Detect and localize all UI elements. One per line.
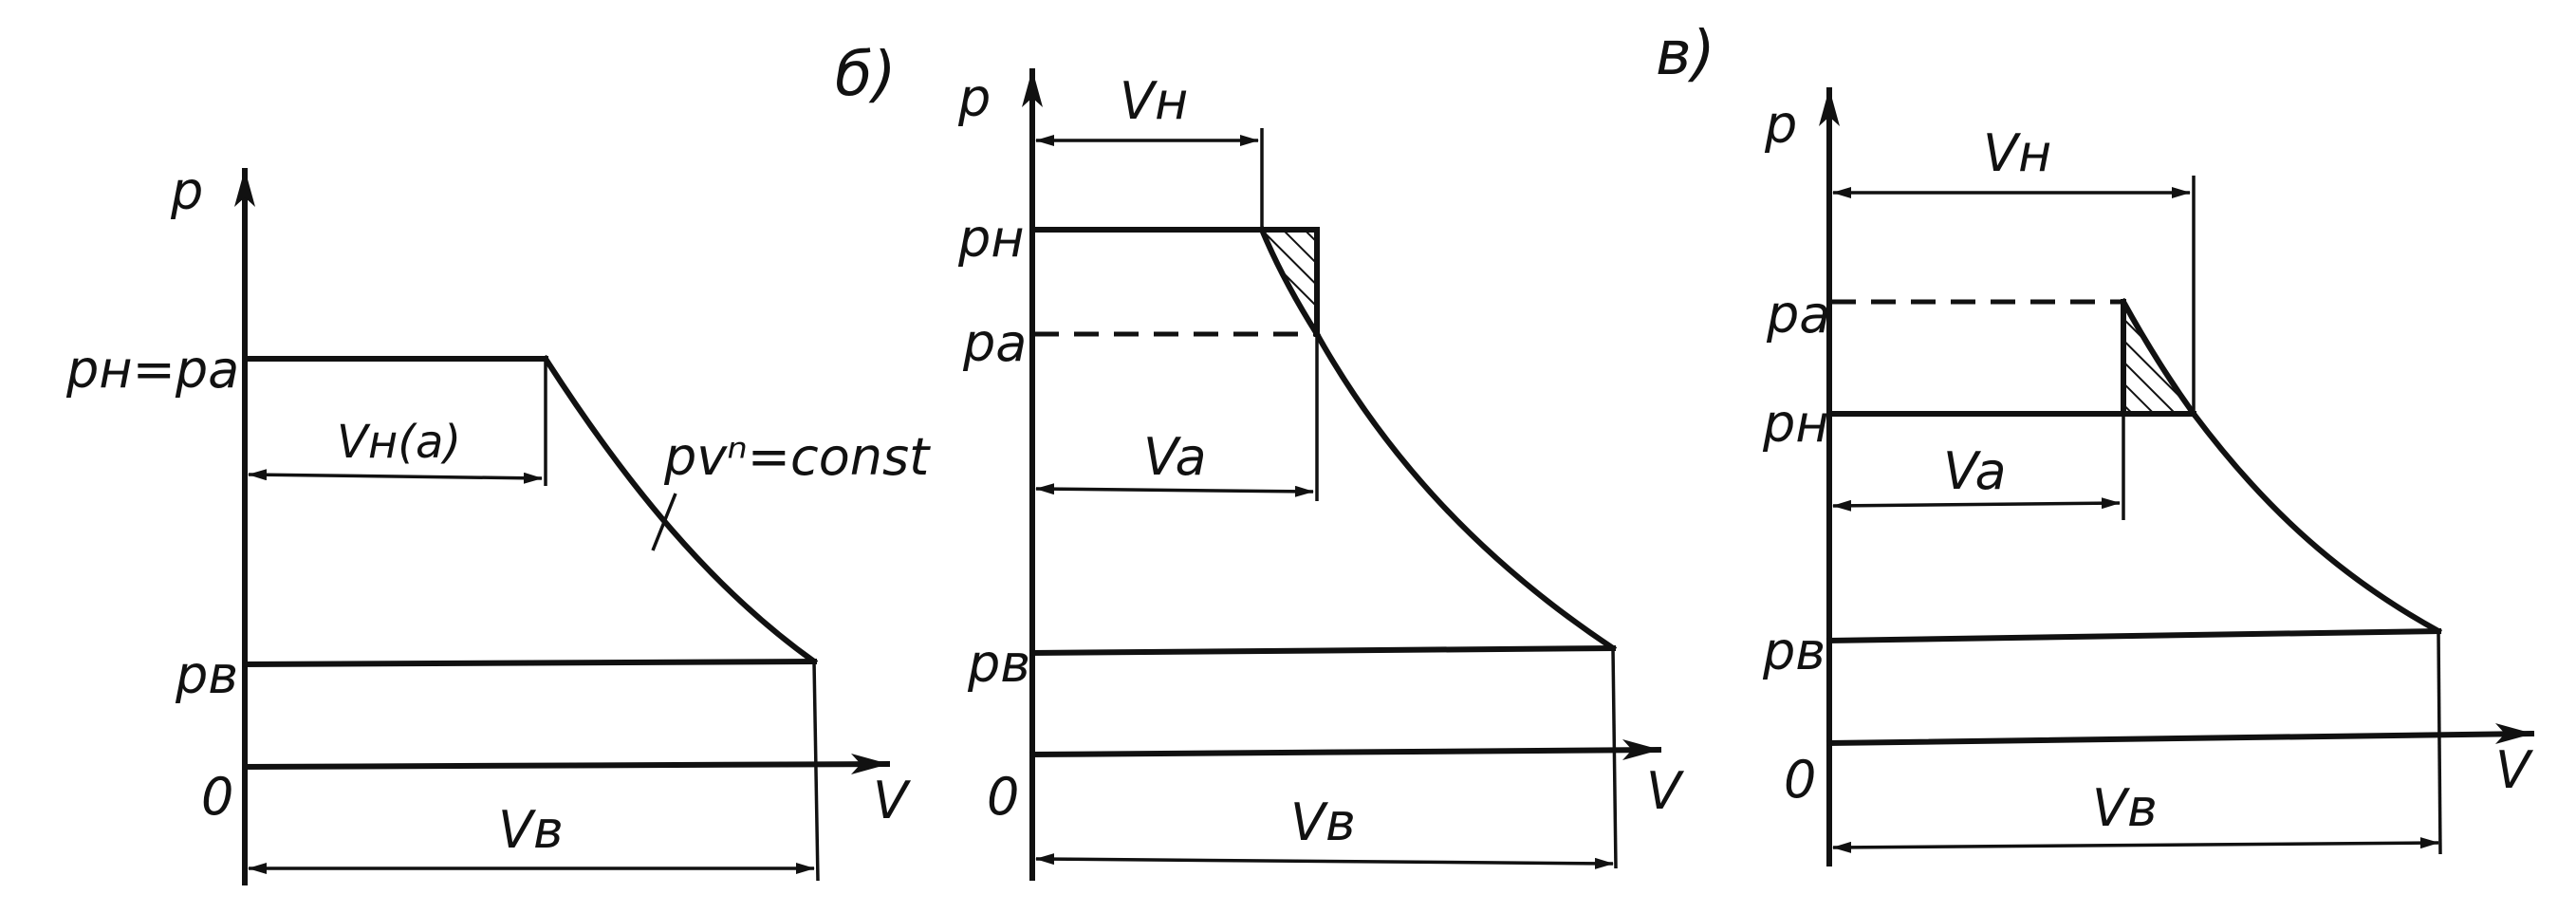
vb-label: Vв	[498, 800, 564, 860]
pa-label: pa	[962, 313, 1027, 373]
pb-label: pв	[967, 634, 1030, 694]
polytropic-curve	[1312, 329, 1618, 653]
curve-label: pvⁿ=const	[663, 427, 931, 487]
vn-dimension	[248, 469, 543, 484]
exhaust-line	[1825, 627, 2442, 644]
va-label: Va	[1943, 441, 2007, 501]
panel-c-letter: в)	[1656, 19, 1715, 89]
compression-edge	[1258, 226, 1322, 339]
polytropic-curve	[2189, 409, 2443, 636]
v-axis	[241, 754, 891, 774]
v-axis-label: V	[873, 771, 912, 830]
vb-extension	[2437, 630, 2442, 855]
v-axis	[1825, 723, 2535, 747]
v-axis	[1029, 739, 1662, 760]
vn-label: Vн	[1983, 123, 2051, 183]
vb-label: Vв	[2092, 778, 2158, 838]
p-bottom-label: pв	[175, 645, 238, 705]
va-label: Va	[1143, 427, 1207, 487]
p-axis-label: p	[170, 161, 203, 221]
exhaust-line	[1029, 644, 1617, 657]
vb-label: Vв	[1290, 792, 1356, 852]
panel-c: в) p Vн pa pн Va pв 0 Vв V	[1656, 19, 2535, 866]
pa-label: pa	[1766, 285, 1830, 345]
vb-dimension	[1832, 837, 2439, 853]
vn-label: Vн(a)	[337, 416, 461, 469]
origin-label: 0	[1784, 750, 1816, 810]
expansion-edge	[2119, 297, 2198, 419]
vb-extension	[1611, 647, 1618, 869]
v-axis-label: V	[1646, 761, 1685, 821]
panel-a: p pн=pa Vн(a) pvⁿ=const pв 0 Vв V	[65, 161, 931, 885]
exhaust-line	[241, 658, 818, 668]
vn-label: Vн	[1120, 71, 1188, 131]
vb-dimension	[1035, 853, 1614, 869]
vb-extension	[812, 661, 820, 882]
va-dimension	[1035, 483, 1314, 497]
origin-label: 0	[987, 767, 1019, 827]
polytropic-curve	[541, 354, 819, 666]
p-axis-label: p	[1764, 95, 1797, 155]
curve-leader	[651, 493, 677, 551]
hatched-area	[2123, 302, 2194, 414]
pb-label: pв	[1762, 622, 1825, 681]
va-dimension	[1832, 497, 2121, 512]
origin-label: 0	[201, 767, 233, 827]
panel-b: б) p Vн pн pa Va pв 0 Vв V	[835, 40, 1685, 881]
p-axis-label: p	[957, 68, 991, 128]
v-axis-label: V	[2495, 740, 2534, 800]
p-top-label: pн=pa	[65, 340, 239, 400]
pn-label: pн	[957, 209, 1025, 269]
pn-label: pн	[1762, 394, 1829, 454]
panel-b-letter: б)	[835, 40, 896, 110]
